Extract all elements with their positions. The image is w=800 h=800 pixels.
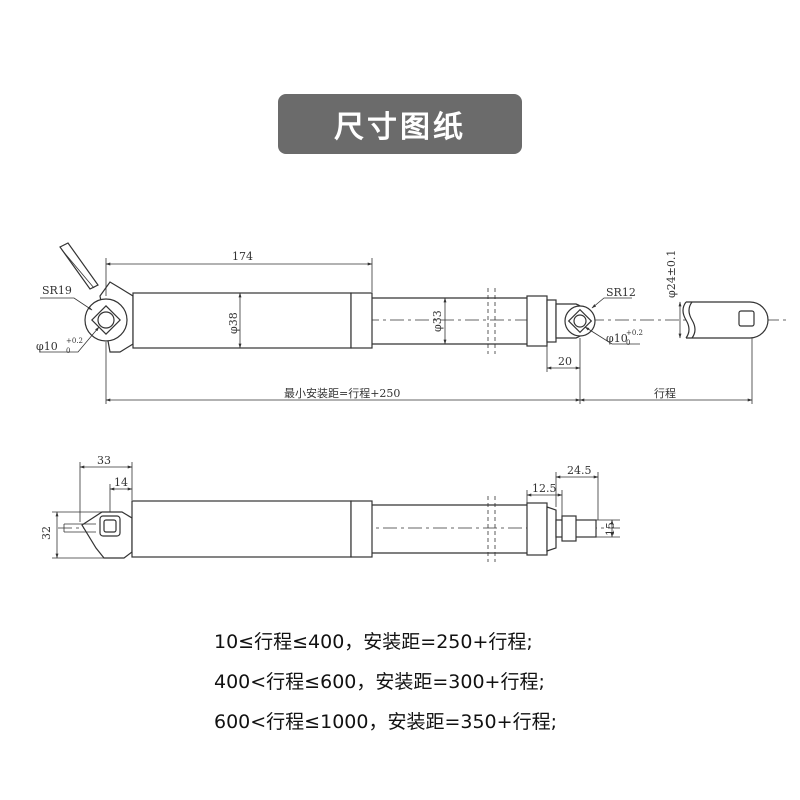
hole-left-tol-lower: 0	[66, 347, 70, 355]
install-notes: 10≤行程≤400，安装距=250+行程; 400<行程≤600，安装距=300…	[214, 622, 557, 742]
label-phi33: φ33	[431, 310, 444, 332]
hole-right-tol-lower: 0	[626, 339, 630, 347]
cable	[59, 242, 99, 290]
label-phi38: φ38	[227, 312, 240, 334]
note-line-3: 600<行程≤1000，安装距=350+行程;	[214, 711, 557, 733]
rod-collar	[526, 295, 548, 347]
label-hole-right: φ10	[606, 332, 628, 345]
note-line-2: 400<行程≤600，安装距=300+行程;	[214, 671, 545, 693]
rear-clevis	[84, 281, 134, 353]
tube-end-collar	[350, 292, 373, 349]
rod-end-detail	[682, 301, 769, 339]
top-view	[40, 242, 790, 404]
dim-32: 32	[40, 526, 53, 540]
motor-tube	[132, 292, 352, 349]
dim-14: 14	[114, 476, 128, 489]
dim-24-5: 24.5	[567, 464, 592, 477]
dim-33: 33	[97, 454, 111, 467]
side-view	[52, 462, 620, 562]
front-clevis	[555, 303, 596, 339]
dim-20: 20	[558, 355, 572, 368]
label-sr19: SR19	[42, 284, 72, 297]
label-hole-left: φ10	[36, 340, 58, 353]
hole-right-tol-upper: +0.2	[626, 329, 643, 337]
dim-15: 15	[604, 522, 617, 536]
label-phi24: φ24±0.1	[665, 250, 678, 298]
page-title: 尺寸图纸	[278, 94, 522, 154]
dim-12-5: 12.5	[532, 482, 557, 495]
rear-mount-side	[63, 511, 133, 559]
label-min-install: 最小安装距=行程+250	[284, 386, 400, 400]
label-stroke: 行程	[654, 387, 676, 400]
motor-tube-side	[131, 500, 352, 558]
dim-174: 174	[232, 250, 253, 263]
hole-left-tol-upper: +0.2	[66, 337, 83, 345]
label-sr12: SR12	[606, 286, 636, 299]
note-line-1: 10≤行程≤400，安装距=250+行程;	[214, 631, 533, 653]
